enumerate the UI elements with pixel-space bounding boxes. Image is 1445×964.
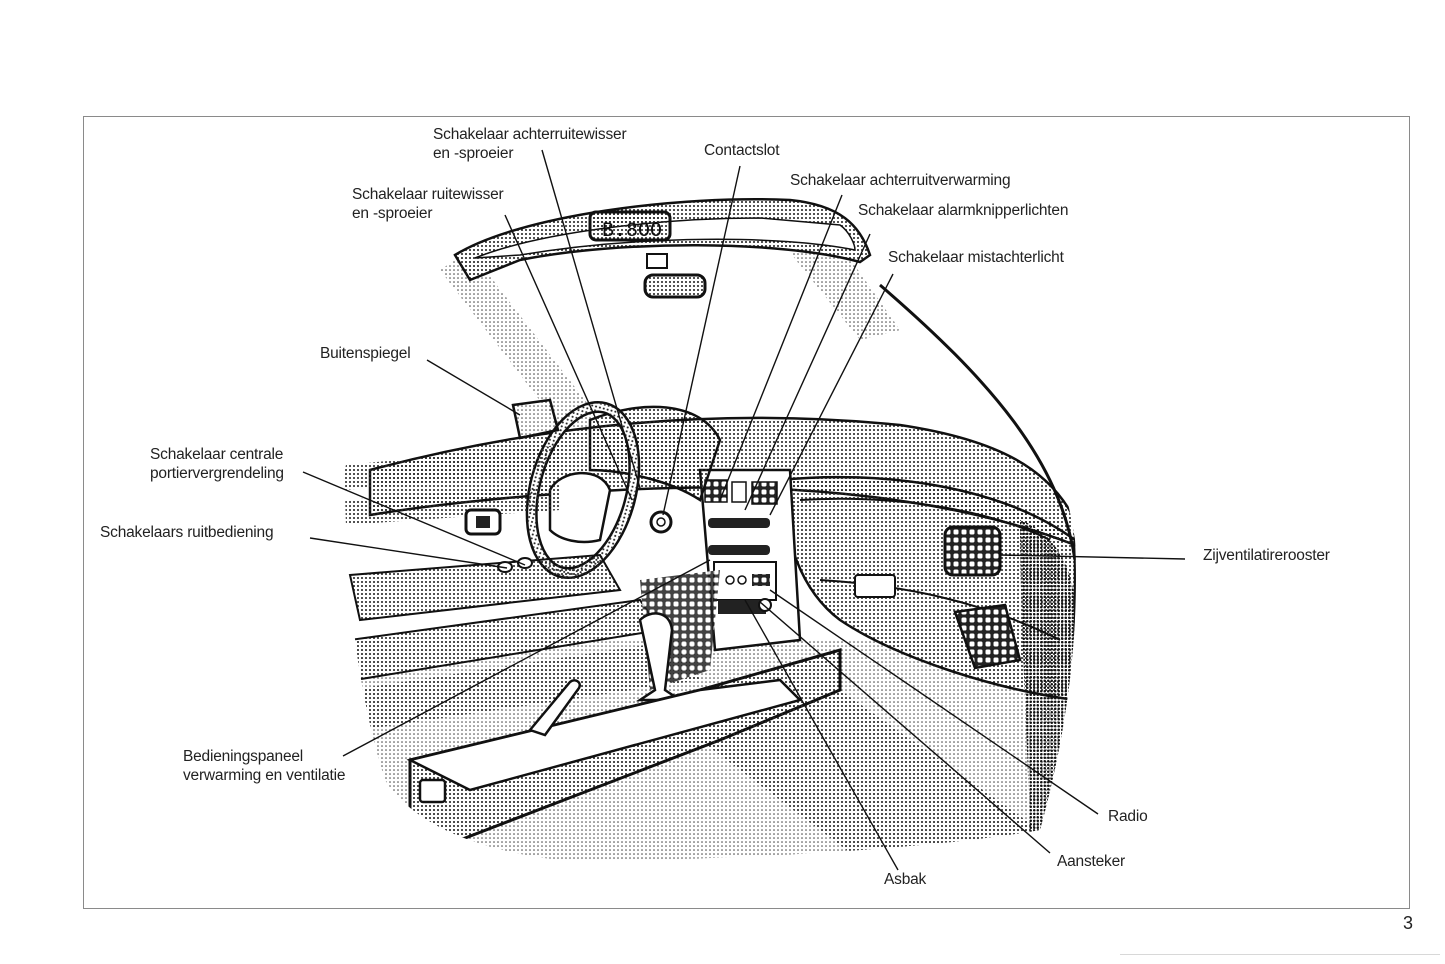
label-side-vent: Zijventilatirerooster: [1203, 547, 1330, 564]
page-number: 3: [1403, 913, 1414, 933]
label-radio: Radio: [1108, 808, 1148, 825]
leader-radio: [769, 589, 1099, 815]
label-wiper-switch: Schakelaar ruitewisser en -sproeier: [352, 186, 504, 222]
leader-central-lock: [302, 471, 526, 566]
label-ashtray: Asbak: [884, 871, 927, 888]
leader-ignition: [662, 165, 741, 516]
leader-lines: [302, 149, 1186, 871]
label-central-lock-switch: Schakelaar centrale portiervergrendeling: [150, 446, 284, 482]
leader-ashtray: [744, 599, 899, 871]
label-lighter: Aansteker: [1057, 853, 1125, 870]
leader-rear-wiper: [541, 149, 641, 489]
leader-wiper: [504, 214, 633, 501]
leader-rear-defrost: [719, 194, 843, 501]
headliner: B.8OO: [453, 197, 872, 299]
overhead-display-glyphs: B.8OO: [602, 220, 662, 243]
leader-lighter: [759, 601, 1051, 854]
leader-rear-fog: [769, 273, 894, 516]
scan-edge-line: [1120, 954, 1440, 955]
interior-drawing: [345, 200, 1076, 861]
label-heater-control-panel: Bedieningspaneel verwarming en ventilati…: [183, 748, 346, 784]
label-hazard-switch: Schakelaar alarmknipperlichten: [858, 202, 1069, 219]
leader-side-vent: [999, 554, 1186, 560]
label-rear-fog-switch: Schakelaar mistachterlicht: [888, 249, 1064, 266]
figure-frame: [83, 116, 1410, 909]
label-rear-defrost-switch: Schakelaar achterruitverwarming: [790, 172, 1011, 189]
leader-heater-panel: [342, 559, 711, 757]
label-ignition-switch: Contactslot: [704, 142, 780, 159]
leader-outside-mirror: [426, 359, 521, 416]
leader-power-windows: [309, 537, 508, 569]
leader-hazard: [744, 233, 871, 511]
label-rear-wiper-switch: Schakelaar achterruitewisser en -sproeie…: [433, 126, 627, 162]
label-outside-mirror: Buitenspiegel: [320, 345, 411, 362]
label-power-window-switches: Schakelaars ruitbediening: [100, 524, 274, 541]
